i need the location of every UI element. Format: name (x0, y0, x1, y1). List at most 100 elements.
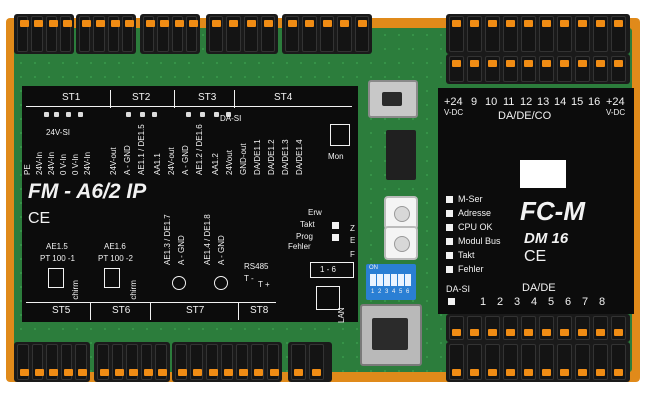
pin-st2-a-gnd: A - GND (123, 145, 132, 175)
header-st1: ST1 (62, 92, 81, 103)
led-cpu-ok (446, 224, 453, 231)
terminal-block-bottom-3 (172, 342, 282, 382)
rs485-pin-minus: T - (244, 274, 254, 283)
right-module-title: FC-M (520, 196, 585, 226)
dip-switch[interactable]: ON 1 2 3 4 5 6 (366, 264, 416, 300)
header-st6: ST6 (112, 305, 131, 316)
rs485-pin-plus: T + (258, 280, 270, 289)
ethernet-port[interactable] (360, 304, 422, 366)
pin-st4-gnd-out: GND-out (239, 143, 248, 175)
address-box: 1 - 6 (310, 262, 354, 278)
header-st5: ST5 (52, 305, 71, 316)
channel-6: 6 (565, 296, 572, 308)
status-label-erw: Erw (308, 208, 322, 217)
da-si-label-left: DA-SI (220, 114, 242, 123)
pin-st3-a-gnd: A - GND (181, 145, 190, 175)
channel-14: 14 (554, 96, 567, 108)
bottom-channel-label: DA/DE (522, 282, 556, 294)
pin-st4-aa12: AA1.2 (211, 153, 220, 175)
dip-number-2: 2 (378, 289, 382, 295)
pin-st4-dade12: DA/DE1.2 (267, 139, 276, 175)
ae15-label: AE1.5 (46, 242, 68, 251)
channel-10: 10 (485, 96, 498, 108)
terminal-block-bottom-2 (94, 342, 170, 382)
pt100-1-label: PT 100 -1 (40, 254, 75, 263)
supply-label: 24V-SI (46, 128, 71, 137)
terminal-block-top-1 (14, 14, 74, 54)
pin-0v-in-2: 0 V-In (71, 154, 80, 175)
dip-number-3: 3 (385, 289, 389, 295)
channel-16: 16 (588, 96, 601, 108)
lan-label: LAN (337, 307, 346, 323)
status-led-2 (332, 234, 339, 241)
left-module-title: FM - A6/2 IP (28, 180, 147, 203)
terminal-block-top-7 (446, 54, 630, 84)
pin-st7-ae13: AE1.3 / DE1.7 (163, 214, 172, 265)
dip-number-4: 4 (392, 289, 396, 295)
header-st3: ST3 (198, 92, 217, 103)
status-led-1 (332, 222, 339, 229)
led-fehler (446, 266, 453, 273)
header-st4: ST4 (274, 92, 293, 103)
pin-header (386, 130, 416, 180)
pin-st3-24v-out: 24V-out (167, 147, 176, 175)
right-module-panel: +24 V-DC 9 10 11 12 13 14 15 16 +24 V-DC… (438, 88, 634, 314)
led-da-si (448, 298, 455, 305)
ae16-label: AE1.6 (104, 242, 126, 251)
rotary-switch-upper[interactable] (384, 196, 418, 230)
rs485-label: RS485 (244, 262, 269, 271)
channel-15: 15 (571, 96, 584, 108)
led-m-ser (446, 196, 453, 203)
terminal-block-bottom-1 (14, 342, 90, 382)
voltage-left: +24 (444, 96, 463, 108)
bottom-header-strip: ST5 ST6 ST7 ST8 (22, 300, 280, 322)
status-takt: Takt (458, 250, 475, 260)
channel-8: 8 (599, 296, 606, 308)
vdc-right: V-DC (606, 108, 626, 117)
status-label-takt: Takt (300, 220, 315, 229)
lan-socket-icon (316, 286, 340, 310)
status-fehler: Fehler (458, 264, 484, 274)
mon-label: Mon (328, 152, 344, 161)
sensor-1-symbol (172, 276, 186, 290)
terminal-block-top-4 (206, 14, 278, 54)
pin-st7-a-gnd-2: A - GND (217, 235, 226, 265)
header-rule (26, 106, 352, 107)
sensor-2-symbol (214, 276, 228, 290)
pin-24v-in-2: 24V-In (47, 151, 56, 175)
channel-11: 11 (503, 96, 515, 108)
terminal-block-top-3 (140, 14, 200, 54)
led-adresse (446, 210, 453, 217)
rotary-switch-lower[interactable] (384, 226, 418, 260)
pt100-2-label: PT 100 -2 (98, 254, 133, 263)
status-label-prog: Prog (296, 232, 313, 241)
terminal-block-bottom-4 (288, 342, 332, 382)
left-module-panel: ST1 ST2 ST3 ST4 24V-SI DA-SI Mon PE 24V-… (22, 86, 358, 323)
channel-1: 1 (480, 296, 487, 308)
pin-24v-in-1: 24V-In (35, 151, 44, 175)
address-label: 1 - 6 (320, 265, 337, 274)
usb-connector[interactable] (368, 80, 418, 118)
pin-st4-24vout: 24Vout (225, 150, 234, 175)
status-adresse: Adresse (458, 208, 492, 218)
pin-st2-ae11: AE1.1 / DE1.5 (137, 124, 146, 175)
channel-5: 5 (548, 296, 555, 308)
terminal-block-top-2 (76, 14, 136, 54)
voltage-right: +24 (606, 96, 625, 108)
led-modul-bus (446, 238, 453, 245)
label-area (520, 160, 566, 188)
pin-24v-in-3: 24V-In (83, 151, 92, 175)
pin-st3-aa11: AA1.1 (153, 153, 162, 175)
pin-0v-in-1: 0 V-In (59, 154, 68, 175)
status-cpu-ok: CPU OK (458, 222, 493, 232)
terminal-block-bottom-6 (446, 314, 630, 342)
pin-st3-ae12: AE1.2 / DE1.6 (195, 124, 204, 175)
pin-st4-dade11: DA/DE1.1 (253, 139, 262, 175)
channel-2: 2 (497, 296, 504, 308)
channel-9: 9 (471, 96, 478, 108)
da-si-label-right: DA-SI (446, 284, 471, 294)
pt100-1-symbol (48, 268, 64, 288)
pin-st4-dade14: DA/DE1.4 (295, 139, 304, 175)
pin-st7-a-gnd-1: A - GND (177, 235, 186, 265)
status-label-fehler: Fehler (288, 242, 311, 251)
